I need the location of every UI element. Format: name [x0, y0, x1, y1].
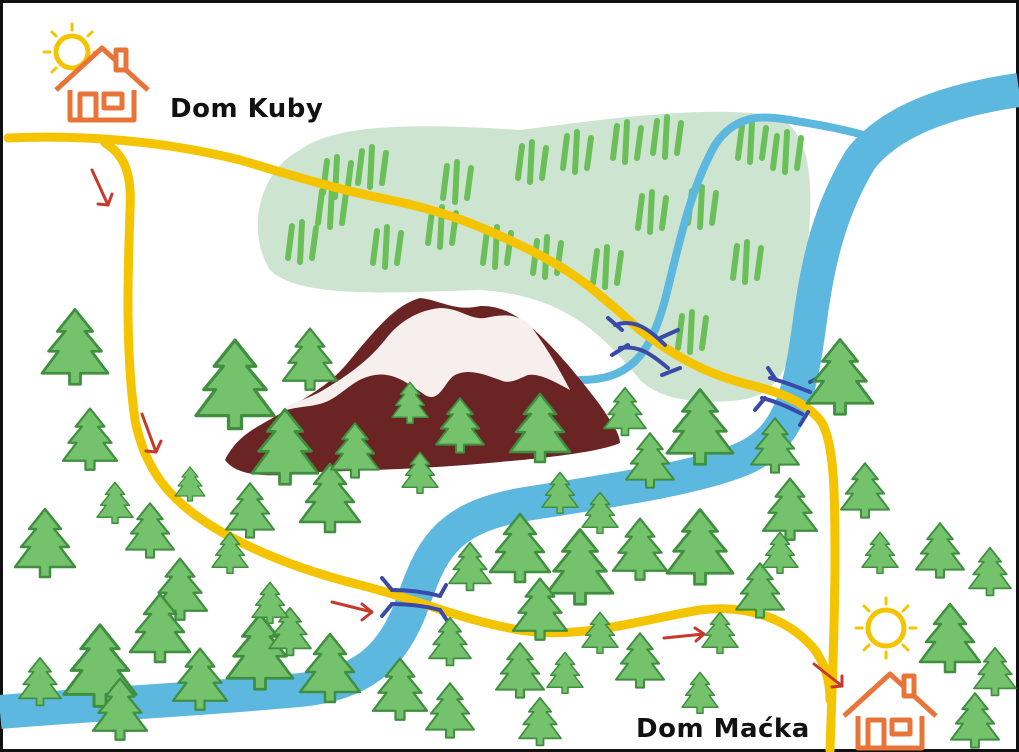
arrow-icon: [330, 600, 374, 622]
grass-icon: [770, 129, 804, 175]
road-upper: [3, 132, 840, 752]
place-label-macka: Dom Maćka: [636, 714, 810, 744]
grass-icon: [610, 119, 644, 165]
grass-icon: [650, 114, 684, 160]
grass-icon: [440, 159, 474, 205]
arrow-icon: [90, 168, 114, 207]
roads: [3, 132, 840, 752]
grass-icon: [515, 139, 549, 185]
house-icon: [54, 45, 150, 123]
grass-icon: [285, 219, 319, 265]
grass-icon: [370, 224, 404, 270]
grass-icon: [675, 309, 709, 355]
grass-icon: [355, 144, 389, 190]
bridge-icon: [606, 316, 682, 377]
arrow-icon: [662, 626, 706, 643]
place-label-kuby: Dom Kuby: [170, 94, 324, 124]
sun-icon: [854, 596, 918, 660]
grass-icon: [735, 119, 769, 165]
grass-icon: [635, 189, 669, 235]
grass-icon: [730, 239, 764, 285]
grass-icon: [560, 129, 594, 175]
grass-icon: [315, 184, 349, 230]
river: [0, 73, 1019, 729]
road-lower: [100, 138, 835, 705]
arrow-icon: [140, 412, 163, 454]
grass-icon: [590, 244, 624, 290]
bridge-icon: [380, 576, 450, 624]
house-icon: [842, 671, 938, 751]
arrow-icon: [812, 662, 844, 689]
stream: [576, 113, 884, 384]
direction-arrows: [90, 168, 844, 689]
